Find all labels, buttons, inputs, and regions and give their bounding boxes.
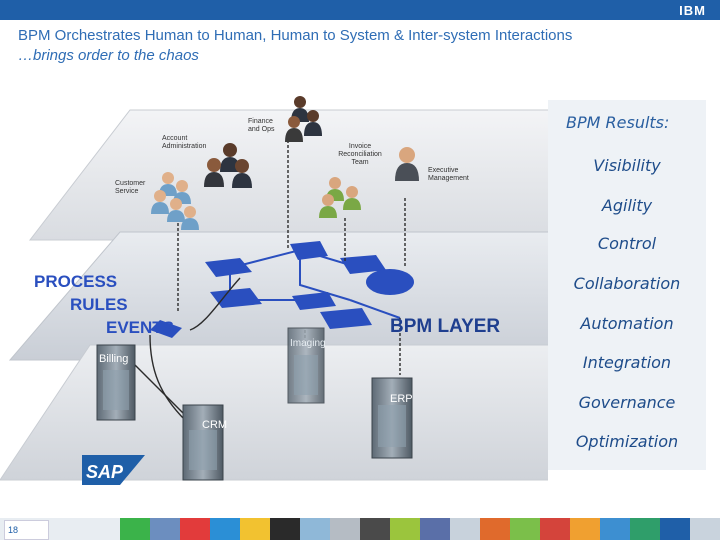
people-customer [151, 172, 199, 230]
footer-icon-strip [0, 518, 720, 540]
slide-subtitle: …brings order to the chaos [18, 47, 199, 64]
layer-word-rules: RULES [70, 295, 128, 314]
server-erp: ERP [371, 377, 413, 459]
results-title: BPM Results: [566, 113, 670, 132]
layer-word-process: PROCESS [34, 272, 117, 291]
ibm-logo: IBM [679, 3, 706, 18]
sap-logo: SAP [82, 455, 145, 485]
people-plane [28, 109, 548, 241]
results-panel [548, 100, 706, 470]
page-number: 18 [4, 520, 49, 540]
server-billing: Billing [96, 344, 136, 421]
svg-text:CRM: CRM [202, 419, 227, 431]
layer-word-events: EVENTS [106, 318, 174, 337]
result-automation: Automation [580, 314, 674, 333]
people-invoice [319, 177, 361, 218]
result-visibility: Visibility [593, 156, 661, 175]
result-collaboration: Collaboration [573, 274, 681, 293]
process-plane [8, 231, 548, 361]
svg-text:Billing: Billing [99, 353, 128, 365]
svg-text:Imaging: Imaging [290, 338, 326, 349]
process-shapes [150, 241, 414, 338]
result-optimization: Optimization [575, 432, 679, 451]
bpm-layer-label: BPM LAYER [390, 316, 500, 337]
svg-text:SAP: SAP [86, 462, 124, 482]
result-governance: Governance [578, 393, 676, 412]
slide-title: BPM Orchestrates Human to Human, Human t… [18, 27, 573, 44]
people-account [204, 143, 252, 188]
header-bar: IBM [0, 0, 720, 20]
result-control: Control [597, 234, 657, 253]
people-finance [285, 96, 322, 142]
server-crm: CRM [182, 404, 227, 481]
svg-text:ERP: ERP [390, 393, 413, 405]
server-imaging: Imaging [287, 327, 326, 404]
result-integration: Integration [582, 353, 672, 372]
result-agility: Agility [601, 196, 653, 215]
people-executive [395, 147, 419, 181]
